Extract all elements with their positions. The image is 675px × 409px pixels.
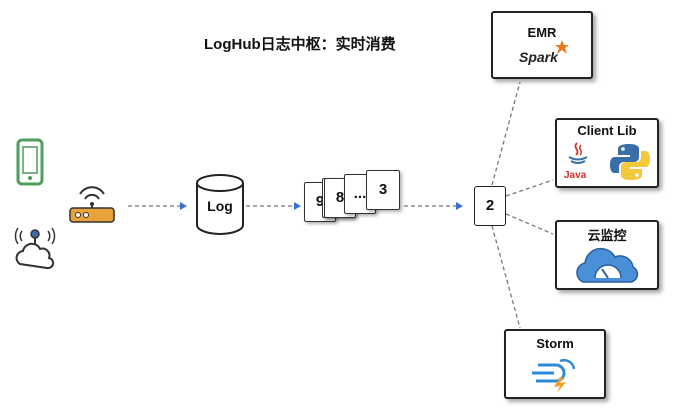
cloud-monitor-consumer-card: 云监控 bbox=[555, 220, 659, 290]
storm-title: Storm bbox=[536, 336, 574, 351]
link-to-client-lib bbox=[505, 179, 554, 197]
log-store-cylinder bbox=[196, 174, 244, 235]
emr-title: EMR bbox=[527, 25, 557, 40]
client-lib-title: Client Lib bbox=[577, 123, 637, 138]
shard-page-front: 3 bbox=[366, 170, 400, 210]
shard-mid-number: 8 bbox=[335, 189, 345, 206]
iot-cloud-antenna-icon bbox=[14, 227, 56, 270]
router-icon bbox=[69, 186, 115, 223]
mobile-phone-icon bbox=[16, 138, 44, 186]
arrowhead-3 bbox=[456, 202, 463, 210]
shard-back-number: 9 bbox=[315, 193, 325, 210]
java-text: Java bbox=[564, 170, 587, 181]
log-store-label: Log bbox=[207, 198, 233, 214]
link-to-emr bbox=[491, 81, 521, 186]
cloud-gauge-icon bbox=[576, 247, 639, 283]
arrowhead-2 bbox=[294, 202, 301, 210]
consumer-group-box: 2 bbox=[474, 186, 506, 226]
diagram-title: LogHub日志中枢：实时消费 bbox=[204, 36, 396, 53]
spark-logo: Spark bbox=[519, 49, 558, 65]
spark-star-icon bbox=[555, 40, 569, 54]
link-to-storm bbox=[491, 225, 521, 329]
python-logo-icon bbox=[610, 144, 650, 180]
storm-consumer-card: Storm bbox=[504, 329, 606, 399]
shard-dots: ... bbox=[353, 185, 367, 202]
cloud-monitor-title: 云监控 bbox=[587, 228, 627, 243]
link-to-cloud-monitor bbox=[505, 213, 554, 235]
java-logo-icon bbox=[568, 142, 588, 164]
arrowhead-1 bbox=[180, 202, 187, 210]
storm-logo-icon bbox=[532, 358, 576, 393]
shard-front-number: 3 bbox=[378, 181, 388, 198]
client-lib-consumer-card: Client Lib Java bbox=[555, 118, 659, 188]
emr-consumer-card: EMR Spark bbox=[491, 11, 593, 79]
